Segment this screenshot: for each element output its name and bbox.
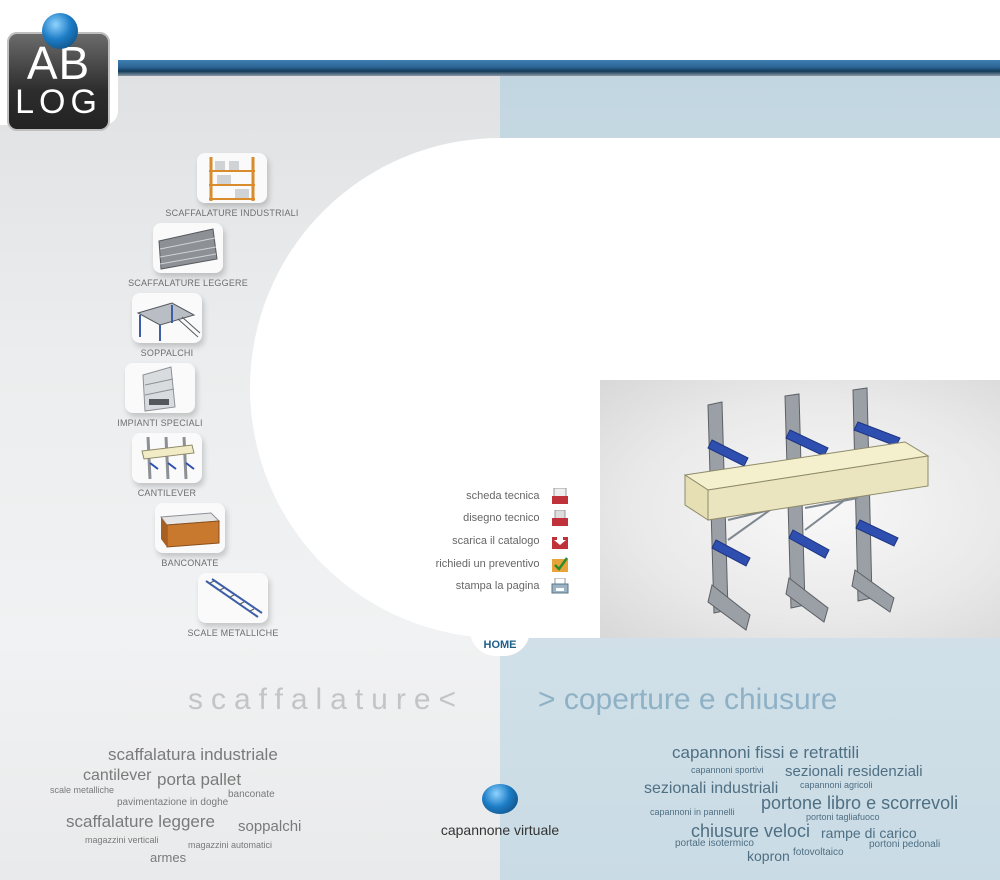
action-stampa-pagina[interactable]: stampa la pagina: [400, 577, 570, 595]
product-image: [600, 380, 1000, 638]
light-shelving-icon: [153, 223, 223, 273]
nav-label: SCAFFALATURE LEGGERE: [128, 278, 248, 288]
nav-label: SCAFFALATURE INDUSTRIALI: [165, 208, 299, 218]
tag-link[interactable]: portale isotermico: [675, 838, 754, 849]
action-label: disegno tecnico: [463, 511, 540, 524]
globe-icon: [482, 784, 518, 814]
tag-link[interactable]: capannoni agricoli: [800, 780, 873, 790]
cantilever-icon: [132, 433, 202, 483]
capannone-virtuale-link[interactable]: capannone virtuale: [435, 784, 565, 838]
tag-link[interactable]: portoni pedonali: [869, 839, 941, 850]
tag-link[interactable]: kopron: [747, 848, 790, 864]
header-bar: [110, 60, 1000, 76]
nav-item-scaffalature-industriali[interactable]: SCAFFALATURE INDUSTRIALI: [162, 153, 302, 218]
industrial-shelving-icon: [197, 153, 267, 203]
nav-label: CANTILEVER: [137, 488, 197, 498]
capannone-virtuale-label: capannone virtuale: [440, 822, 560, 838]
logo[interactable]: AB LOG: [0, 13, 118, 131]
nav-label: SCALE METALLICHE: [187, 628, 279, 638]
special-systems-icon: [125, 363, 195, 413]
nav-item-soppalchi[interactable]: SOPPALCHI: [97, 293, 237, 358]
tag-link[interactable]: portone libro e scorrevoli: [761, 793, 959, 813]
nav-item-banconate[interactable]: BANCONATE: [120, 503, 260, 568]
tag-link[interactable]: pavimentazione in doghe: [117, 797, 229, 808]
tag-link[interactable]: sezionali industriali: [644, 780, 779, 797]
drawing-icon: [550, 509, 570, 526]
nav-item-impianti-speciali[interactable]: IMPIANTI SPECIALI: [90, 363, 230, 428]
counters-icon: [155, 503, 225, 553]
tag-link[interactable]: magazzini automatici: [188, 840, 273, 850]
tag-link[interactable]: fotovoltaico: [793, 847, 844, 858]
tag-link[interactable]: banconate: [228, 789, 275, 800]
nav-label: IMPIANTI SPECIALI: [117, 418, 203, 428]
action-label: richiedi un preventivo: [435, 557, 540, 570]
tag-link[interactable]: chiusure veloci: [691, 821, 811, 841]
nav-label: SOPPALCHI: [140, 348, 194, 358]
metal-stairs-icon: [198, 573, 268, 623]
tag-link[interactable]: capannoni fissi e retrattili: [672, 743, 860, 762]
section-scaffalature[interactable]: scaffalature<: [188, 683, 465, 716]
tag-link[interactable]: scaffalature leggere: [66, 812, 216, 831]
logo-badge: AB LOG: [7, 32, 110, 131]
tag-link[interactable]: portoni tagliafuoco: [806, 812, 880, 822]
action-disegno-tecnico[interactable]: disegno tecnico: [400, 509, 570, 527]
nav-item-scale-metalliche[interactable]: SCALE METALLICHE: [163, 573, 303, 638]
tag-link[interactable]: soppalchi: [238, 818, 302, 835]
download-icon: [550, 533, 570, 549]
mezzanine-icon: [132, 293, 202, 343]
cantilever-rack-illustration: [683, 387, 930, 631]
tag-link[interactable]: scale metalliche: [50, 785, 115, 795]
action-label: scheda tecnica: [466, 489, 540, 502]
action-scarica-catalogo[interactable]: scarica il catalogo: [400, 532, 570, 550]
tag-link[interactable]: cantilever: [83, 767, 152, 784]
tag-link[interactable]: magazzini verticali: [85, 835, 159, 845]
action-label: scarica il catalogo: [452, 534, 540, 547]
tag-link[interactable]: capannoni in pannelli: [650, 807, 735, 817]
logo-text-log: LOG: [15, 83, 102, 121]
tag-link[interactable]: rampe di carico: [821, 825, 917, 841]
tag-link[interactable]: sezionali residenziali: [785, 763, 923, 780]
nav-item-scaffalature-leggere[interactable]: SCAFFALATURE LEGGERE: [118, 223, 258, 288]
document-icon: [550, 487, 570, 504]
quote-check-icon: [550, 556, 570, 572]
nav-label: BANCONATE: [161, 558, 219, 568]
nav-item-cantilever[interactable]: CANTILEVER: [97, 433, 237, 498]
logo-globe-icon: [42, 13, 78, 49]
action-richiedi-preventivo[interactable]: richiedi un preventivo: [400, 555, 570, 573]
tag-link[interactable]: capannoni sportivi: [691, 765, 764, 775]
section-coperture-chiusure[interactable]: > coperture e chiusure: [538, 683, 838, 716]
tag-link[interactable]: porta pallet: [157, 770, 242, 789]
printer-icon: [550, 577, 570, 594]
tag-link[interactable]: scaffalatura industriale: [108, 745, 278, 764]
tag-link[interactable]: armes: [150, 850, 187, 865]
action-scheda-tecnica[interactable]: scheda tecnica: [400, 487, 570, 505]
action-label: stampa la pagina: [455, 579, 540, 592]
